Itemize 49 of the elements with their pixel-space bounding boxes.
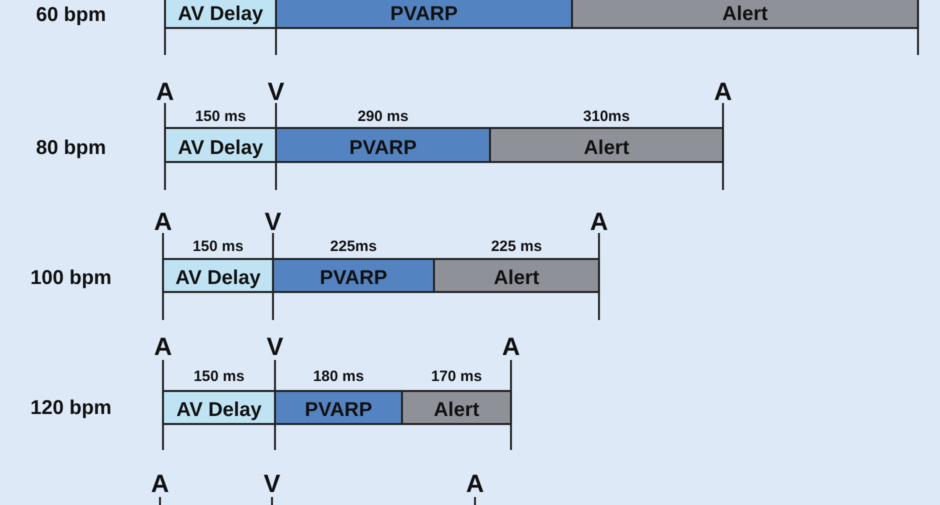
interval-segment [571, 0, 919, 29]
duration-label: 150 ms [194, 108, 247, 126]
event-marker-letter: A [500, 334, 522, 360]
event-marker-letter: A [152, 209, 174, 235]
heart-rate-label: 60 bpm [34, 3, 108, 27]
interval-segment [275, 127, 491, 163]
segment-label: Alert [494, 268, 540, 288]
interval-segment [489, 127, 724, 163]
duration-label: 225ms [329, 238, 378, 256]
event-marker-letter: V [266, 334, 284, 360]
event-marker-letter: V [262, 471, 282, 497]
duration-label: 290 ms [356, 108, 410, 126]
segment-label: AV Delay [176, 400, 262, 420]
event-marker-letter: A [150, 471, 170, 497]
heart-rate-label: 80 bpm [34, 136, 108, 160]
interval-segment [164, 0, 277, 29]
event-marker-letter: A [152, 334, 174, 360]
interval-segment [275, 0, 573, 29]
segment-label: Alert [722, 4, 768, 24]
interval-segment [164, 127, 277, 163]
event-marker-letter: A [588, 209, 610, 235]
event-marker-letter: A [154, 79, 176, 105]
event-marker-letter: A [712, 79, 734, 105]
segment-label: PVARP [349, 138, 417, 158]
event-marker-letter: V [266, 79, 286, 105]
duration-label: 225 ms [490, 238, 543, 256]
interval-segment [162, 390, 276, 425]
segment-label: AV Delay [175, 268, 261, 288]
segment-label: PVARP [304, 400, 372, 420]
segment-label: Alert [584, 138, 630, 158]
interval-segment [401, 390, 512, 425]
interval-segment [274, 390, 403, 425]
interval-segment [272, 258, 435, 293]
interval-segment [162, 258, 274, 293]
duration-label: 180 ms [312, 368, 365, 386]
event-marker-letter: V [264, 209, 282, 235]
duration-label: 150 ms [192, 238, 244, 256]
segment-label: PVARP [320, 268, 388, 288]
event-marker-letter: A [464, 471, 486, 497]
duration-label: 150 ms [192, 368, 246, 386]
heart-rate-label: 100 bpm [29, 266, 113, 290]
segment-label: PVARP [390, 4, 458, 24]
segment-label: AV Delay [178, 4, 264, 24]
segment-label: AV Delay [178, 138, 264, 158]
segment-label: Alert [434, 400, 480, 420]
interval-segment [433, 258, 600, 293]
duration-label: 310ms [582, 108, 631, 126]
heart-rate-label: 120 bpm [29, 396, 113, 420]
duration-label: 170 ms [430, 368, 483, 386]
